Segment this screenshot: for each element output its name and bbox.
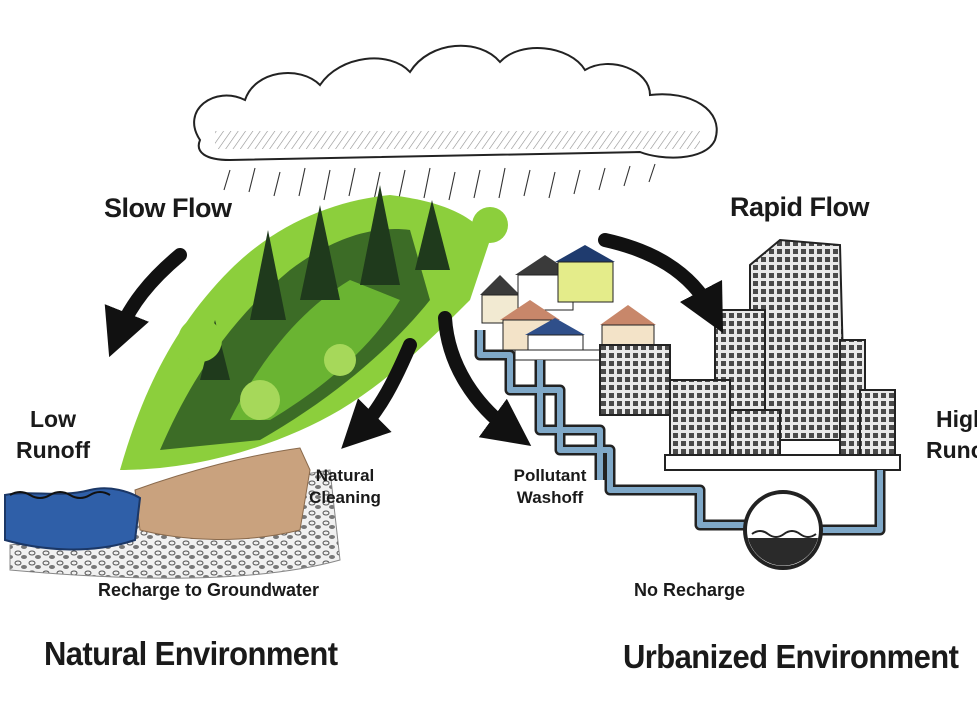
natural-cleaning-label: Natural Cleaning — [305, 465, 385, 509]
city-buildings — [599, 238, 901, 471]
sewer-outlet — [743, 490, 823, 570]
recharge-to-groundwater-label: Recharge to Groundwater — [98, 580, 320, 600]
pollutant-washoff-line1: Pollutant — [513, 466, 587, 485]
slow-flow-arrow — [104, 248, 187, 358]
low-runoff-line2: Runoff — [15, 437, 91, 463]
no-recharge-label: No Recharge — [634, 580, 746, 600]
slow-flow-label: Slow Flow — [104, 193, 232, 223]
storm-cloud — [193, 44, 718, 162]
pollutant-washoff-arrow — [438, 311, 532, 447]
high-runoff-label: High Runoff — [926, 404, 977, 466]
pollutant-washoff-label: Pollutant Washoff — [500, 465, 600, 509]
flow-arrows — [104, 233, 724, 449]
forest — [120, 185, 508, 470]
natural-cleaning-arrow — [341, 338, 417, 449]
natural-environment-title: Natural Environment — [44, 635, 338, 673]
natural-cleaning-line2: Cleaning — [309, 488, 381, 507]
natural-cleaning-line1: Natural — [315, 466, 375, 485]
storm-sewer-pipes-inner — [477, 330, 883, 533]
rapid-flow-label: Rapid Flow — [730, 192, 870, 222]
rapid-flow-arrow — [598, 233, 724, 334]
high-runoff-line1: High — [936, 406, 977, 432]
pollutant-washoff-line2: Washoff — [516, 488, 584, 507]
soil-layer — [134, 447, 311, 540]
pond-water — [4, 487, 142, 551]
low-runoff-line1: Low — [30, 406, 76, 432]
houses — [480, 245, 656, 361]
rain — [223, 163, 656, 201]
urbanized-environment-title: Urbanized Environment — [623, 638, 959, 676]
high-runoff-line2: Runoff — [926, 437, 977, 463]
low-runoff-label: Low Runoff — [14, 404, 92, 466]
pond-ripples — [9, 491, 111, 499]
